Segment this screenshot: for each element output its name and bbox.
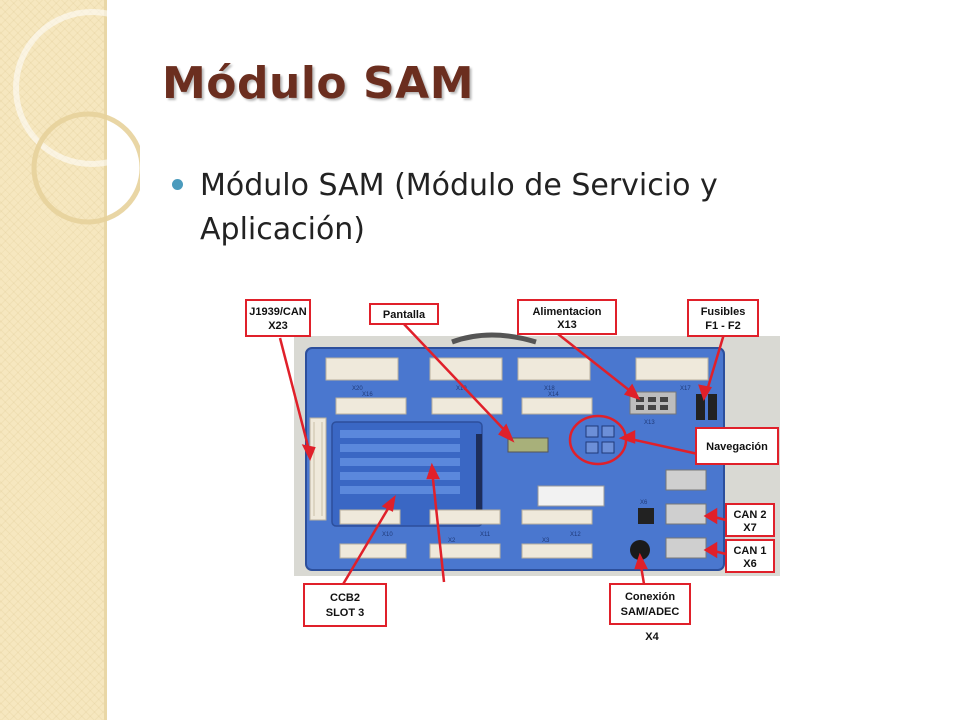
lcd-display (507, 437, 549, 453)
decorative-circles (13, 9, 140, 225)
connector-row-top: X20 X19 X18 X17 (325, 357, 709, 392)
callout-can1: CAN 1 X6 (725, 539, 775, 573)
callout-label: Alimentacion (532, 306, 601, 318)
callout-label: SLOT 3 (326, 607, 365, 619)
connector-mark: X6 (640, 500, 648, 506)
board-sticker (537, 485, 605, 507)
callout-label: Fusibles (701, 306, 746, 318)
callout-label: CAN 2 (733, 509, 766, 521)
callout-label: Conexión (625, 591, 675, 603)
fuse-holders (696, 394, 717, 420)
connector-mark: X14 (548, 392, 559, 398)
connector-row-bottom: X10 X11 X12 X2 X3 (339, 509, 593, 559)
callout-label: X6 (743, 558, 756, 570)
sam-module-figure: X20 X19 X18 X17 X16 X14 X13 (245, 299, 780, 643)
callout-arrows (278, 321, 727, 587)
connector-mark: X19 (456, 386, 467, 392)
callout-label: SAM/ADEC (621, 606, 680, 618)
callout-label: X13 (557, 319, 577, 331)
connector-mark: X11 (480, 532, 491, 538)
connector-mark: X17 (680, 386, 691, 392)
callout-label: Navegación (706, 441, 768, 453)
callout-navegacion: Navegación (695, 427, 779, 465)
connector-mark: X3 (542, 538, 550, 544)
slide-title: Módulo SAM (162, 58, 474, 109)
connector-mark: X2 (448, 538, 456, 544)
connector-mark: X18 (544, 386, 555, 392)
board-cable (451, 332, 537, 345)
side-decorative-band (0, 0, 104, 720)
connector-mark: X12 (570, 532, 581, 538)
callout-label: Pantalla (383, 309, 426, 321)
black-connector (638, 508, 654, 524)
callout-label: J1939/CAN (249, 306, 307, 318)
callout-j1939: J1939/CAN X23 (245, 299, 311, 337)
bullet-dot-icon (172, 179, 183, 190)
connector-mark: X20 (352, 386, 363, 392)
connector-row-second: X16 X14 (335, 392, 593, 415)
connector-mark: X10 (382, 532, 393, 538)
bullet-text: Módulo SAM (Módulo de Servicio y Aplicac… (200, 168, 718, 247)
side-divider-rule (104, 0, 107, 720)
callout-label: CCB2 (330, 592, 360, 604)
connector-mark: X16 (362, 392, 373, 398)
callout-label: CAN 1 (733, 545, 766, 557)
left-vertical-connector (309, 417, 327, 521)
x4-label: X4 (645, 631, 659, 643)
callout-alimentacion: Alimentacion X13 (517, 299, 617, 335)
callout-label: F1 - F2 (705, 320, 740, 332)
connector-mark: X13 (644, 420, 655, 426)
bullet-item: Módulo SAM (Módulo de Servicio y Aplicac… (172, 164, 872, 252)
callout-label: X23 (268, 320, 288, 332)
callout-can2: CAN 2 X7 (725, 503, 775, 537)
callout-conexion: Conexión SAM/ADEC (609, 583, 691, 625)
callout-pantalla: Pantalla (369, 303, 439, 325)
navigation-keypad (585, 425, 615, 454)
callout-label: X7 (743, 522, 756, 534)
callout-ccb2: CCB2 SLOT 3 (303, 583, 387, 627)
right-can-connectors: X6 (640, 469, 707, 559)
adec-round-connector (630, 540, 650, 560)
ccb2-module (331, 421, 483, 527)
callout-fusibles: Fusibles F1 - F2 (687, 299, 759, 337)
bullet-list: Módulo SAM (Módulo de Servicio y Aplicac… (172, 164, 872, 252)
